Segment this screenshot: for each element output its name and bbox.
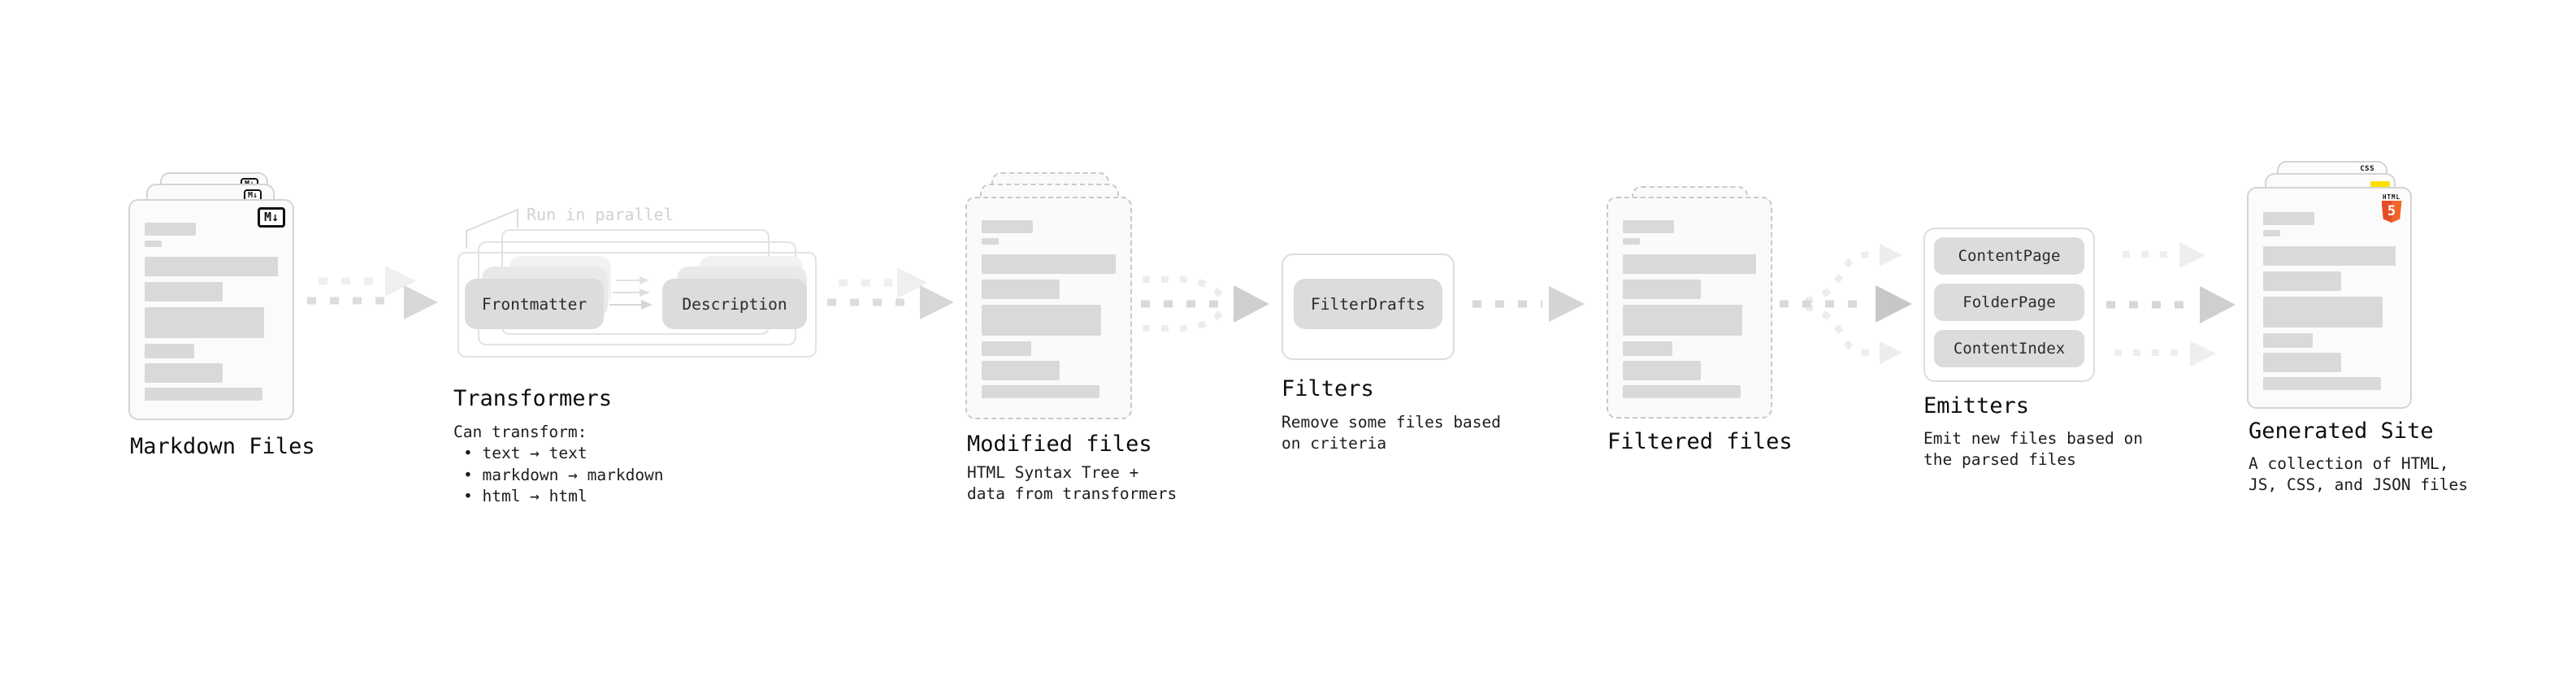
file-card: M↓ (128, 199, 294, 420)
content-line (982, 238, 999, 245)
content-line (982, 361, 1060, 380)
content-line (982, 341, 1031, 356)
content-line (145, 257, 278, 276)
stage-title: Modified files (967, 432, 1152, 457)
transformer-frontmatter-pill: Frontmatter (465, 279, 604, 329)
arrow-markdown-to-transformers (307, 266, 438, 319)
content-line (2263, 333, 2313, 348)
stage-description: Can transform: (453, 423, 588, 441)
file-content (982, 220, 1116, 403)
content-line (982, 254, 1116, 274)
file-content (1623, 220, 1756, 402)
stage-description: Emit new files based on the parsed files (1923, 429, 2144, 469)
content-line (2263, 271, 2341, 291)
content-line (145, 282, 223, 301)
file-content (145, 223, 278, 404)
stage-description: HTML Syntax Tree + data from transformer… (967, 463, 1177, 503)
emitter-folderpage-pill: FolderPage (1934, 284, 2084, 321)
content-line (145, 363, 223, 383)
run-in-parallel-note: Run in parallel (527, 205, 674, 224)
markdown-icon: M↓ (257, 207, 285, 228)
arrow-transformers-to-modified (827, 267, 954, 319)
content-line (1623, 361, 1701, 380)
content-line (982, 385, 1099, 398)
file-card (965, 197, 1132, 419)
stage-description: Remove some files based on criteria (1281, 413, 1502, 453)
content-line (145, 388, 262, 401)
html5-shield: 5 (2381, 201, 2402, 223)
bullet-item: • text → text (463, 444, 588, 462)
arrow-filters-to-filtered (1472, 286, 1585, 322)
stage-title: Filtered files (1607, 429, 1793, 454)
transformer-description-pill: Description (662, 279, 807, 329)
content-line (982, 305, 1101, 336)
stage-title: Filters (1281, 376, 1374, 401)
transform-bullet-list: • text → text • markdown → markdown • ht… (463, 443, 664, 508)
stage-title: Transformers (453, 386, 613, 411)
bullet-item: • html → html (463, 487, 588, 505)
stage-title: Generated Site (2249, 419, 2434, 444)
content-line (982, 220, 1033, 233)
arrow-emitters-to-site-fanin (2106, 242, 2236, 367)
content-line (1623, 220, 1674, 233)
arrow-filtered-to-emitters-fanout (1780, 244, 1912, 364)
stage-description: A collection of HTML, JS, CSS, and JSON … (2249, 454, 2469, 494)
content-line (982, 280, 1060, 299)
content-line (2263, 212, 2314, 225)
html5-icon: HTML 5 (2381, 193, 2402, 223)
stage-title: Emitters (1923, 393, 2030, 419)
transformer-box-front (458, 252, 817, 358)
content-line (1623, 254, 1756, 274)
js-icon (2370, 181, 2390, 190)
content-line (1623, 280, 1701, 299)
content-line (2263, 246, 2396, 266)
content-line (1623, 341, 1672, 356)
content-line (1623, 305, 1742, 336)
content-line (1623, 238, 1640, 245)
emitter-contentpage-pill: ContentPage (1934, 237, 2084, 275)
html5-word: HTML (2382, 193, 2401, 201)
content-line (1623, 385, 1741, 398)
content-line (145, 223, 196, 236)
bullet-item: • markdown → markdown (463, 465, 664, 484)
filter-filterdrafts-pill: FilterDrafts (1294, 279, 1442, 329)
stage-title: Markdown Files (130, 434, 315, 459)
content-line (145, 241, 162, 247)
arrow-modified-to-filters-merge (1141, 276, 1269, 332)
content-line (2263, 230, 2280, 236)
content-line (2263, 297, 2383, 327)
content-line (2263, 377, 2381, 390)
file-card: HTML 5 (2247, 187, 2412, 409)
file-content (2263, 212, 2396, 393)
emitter-contentindex-pill: ContentIndex (1934, 330, 2084, 367)
content-line (145, 307, 264, 338)
content-line (2263, 353, 2341, 372)
content-line (145, 344, 194, 358)
file-card (1607, 197, 1772, 419)
